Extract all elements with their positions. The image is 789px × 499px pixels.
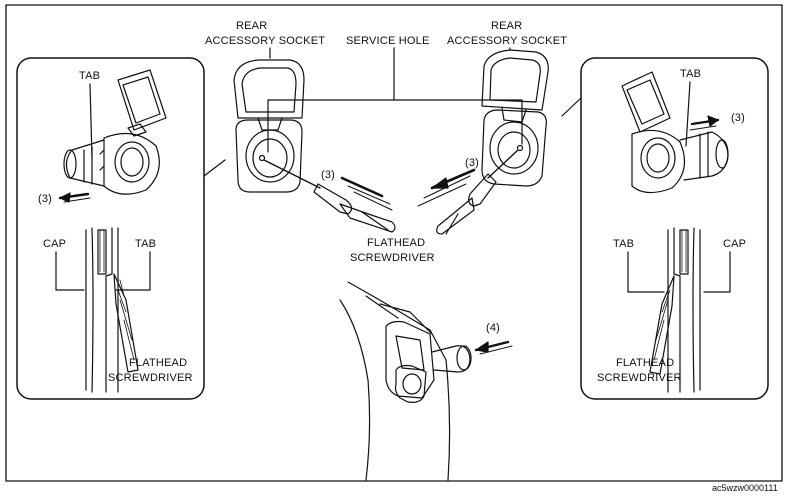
rear-socket-left-label-2: ACCESSORY SOCKET [205, 35, 325, 47]
left-cross-section [55, 227, 151, 393]
left-step3-arrow [58, 192, 91, 203]
tab-left-bottom-label: TAB [135, 238, 156, 250]
right-panel-pointer [561, 97, 582, 117]
labels: REAR ACCESSORY SOCKET SERVICE HOLE REAR … [38, 20, 778, 493]
center-flathead-leader-left [361, 211, 389, 231]
step4-arrow [474, 340, 513, 355]
center-right-step3-arrow [417, 168, 476, 207]
center-left-socket [233, 59, 396, 233]
rear-socket-right-label-1: REAR [491, 20, 522, 32]
cap-left-label: CAP [43, 238, 66, 250]
rear-socket-left-label-1: REAR [236, 20, 267, 32]
step3-center-right-label: (3) [465, 157, 479, 169]
tab-right-top-label: TAB [680, 68, 701, 80]
step4-label: (4) [486, 322, 500, 334]
right-step3-arrow [689, 115, 720, 131]
right-cross-section [627, 227, 731, 393]
step3-center-left-label: (3) [321, 169, 335, 181]
figure-code-label: ac5wzw0000111 [712, 483, 778, 493]
left-tab-leader [89, 83, 93, 159]
center-flathead-leader-right [445, 213, 459, 235]
flathead-right-label-2: SCREWDRIVER [597, 372, 682, 384]
service-hole-leaders [267, 47, 523, 153]
vehicle-panel-illustration [339, 281, 472, 481]
flathead-left-label-2: SCREWDRIVER [108, 372, 193, 384]
service-hole-label: SERVICE HOLE [346, 35, 430, 47]
right-tab-leader [685, 81, 691, 147]
flathead-center-label-1: FLATHEAD [367, 237, 425, 249]
right-panel-border [580, 57, 769, 400]
tab-left-top-label: TAB [79, 70, 100, 82]
left-panel-pointer [203, 159, 226, 177]
rear-socket-right-label-2: ACCESSORY SOCKET [447, 35, 567, 47]
left-panel-border [16, 57, 205, 400]
step3-right-label: (3) [731, 112, 745, 124]
center-right-socket [436, 49, 549, 235]
cap-right-label: CAP [723, 238, 746, 250]
tab-right-bottom-label: TAB [613, 238, 634, 250]
left-detail-panel [16, 57, 226, 400]
flathead-right-label-1: FLATHEAD [616, 357, 674, 369]
outer-frame [5, 4, 783, 482]
flathead-left-label-1: FLATHEAD [129, 357, 187, 369]
left-socket-illustration [63, 69, 167, 195]
right-socket-illustration [621, 71, 729, 194]
flathead-center-label-2: SCREWDRIVER [350, 252, 435, 264]
step3-left-label: (3) [38, 193, 52, 205]
center-left-step3-arrow [340, 176, 393, 211]
right-detail-panel [561, 57, 769, 400]
